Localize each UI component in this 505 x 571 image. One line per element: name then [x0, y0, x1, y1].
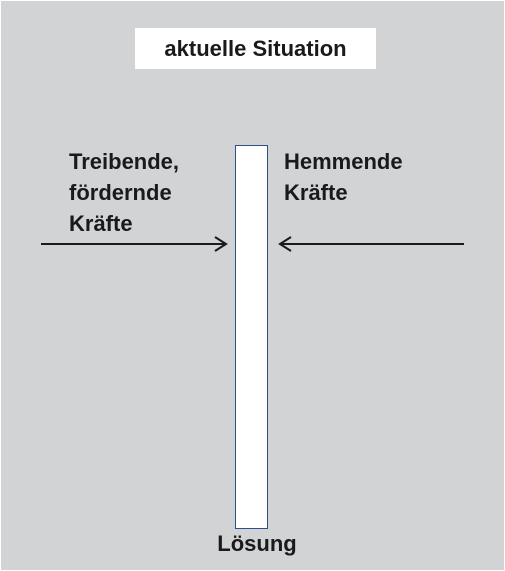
- restraining-force-arrow-icon: [278, 236, 464, 252]
- driving-forces-label: Treibende, fördernde Kräfte: [69, 146, 179, 239]
- restraining-forces-label: Hemmende Kräfte: [284, 146, 403, 208]
- driving-forces-line-1: Treibende,: [69, 149, 180, 174]
- restraining-forces-line-1: Hemmende: [284, 149, 403, 174]
- driving-forces-line-2: fördernde: [69, 180, 172, 205]
- restraining-forces-line-2: Kräfte: [284, 180, 348, 205]
- solution-label: Lösung: [217, 531, 297, 556]
- driving-forces-line-3: Kräfte: [69, 211, 133, 236]
- equilibrium-bar: [235, 145, 268, 529]
- current-situation-title: aktuelle Situation: [135, 28, 376, 69]
- driving-force-arrow-icon: [41, 236, 228, 252]
